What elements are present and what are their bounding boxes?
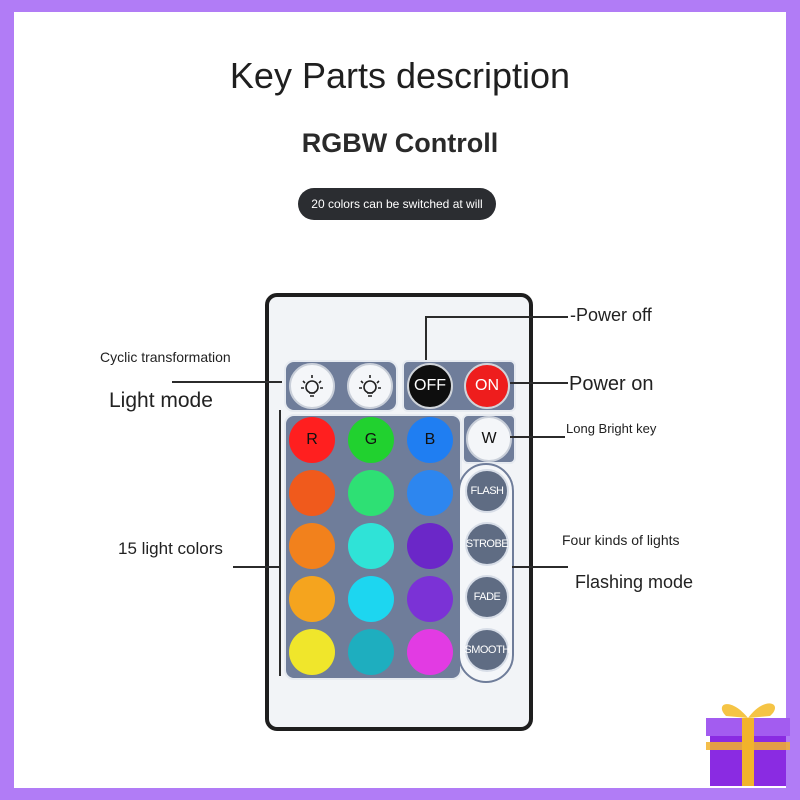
color-button[interactable] bbox=[407, 576, 453, 622]
product-subtitle: RGBW Controll bbox=[301, 128, 499, 158]
power-off-label: -Power off bbox=[570, 305, 652, 325]
flashing-mode-label: Flashing mode bbox=[575, 572, 694, 592]
cyclic-label: Cyclic transformation bbox=[100, 349, 231, 365]
blue-button[interactable]: B bbox=[407, 417, 453, 463]
page-title: Key Parts description bbox=[229, 55, 571, 96]
colors-badge: 20 colors can be switched at will bbox=[298, 188, 496, 220]
color-button[interactable] bbox=[407, 629, 453, 675]
light-colors-label: 15 light colors bbox=[118, 539, 223, 558]
color-button[interactable] bbox=[348, 470, 394, 516]
fade-button[interactable]: FADE bbox=[465, 575, 509, 619]
power-off-leader-v bbox=[425, 316, 427, 360]
light-mode-leader bbox=[172, 381, 282, 383]
smooth-button[interactable]: SMOOTH bbox=[464, 628, 510, 672]
light-bulb-icon bbox=[301, 375, 323, 397]
gift-box-icon bbox=[706, 703, 790, 786]
off-button[interactable]: OFF bbox=[407, 363, 453, 409]
remote-control: OFF ON R G B W FLASH STROBE FADE SMOOTH bbox=[265, 293, 533, 731]
color-button[interactable] bbox=[289, 576, 335, 622]
color-button[interactable] bbox=[407, 470, 453, 516]
light-colors-bracket bbox=[279, 410, 281, 676]
long-bright-leader bbox=[510, 436, 565, 438]
power-on-leader bbox=[510, 382, 568, 384]
color-button[interactable] bbox=[289, 629, 335, 675]
mode-button-1[interactable] bbox=[289, 363, 335, 409]
color-button[interactable] bbox=[289, 523, 335, 569]
color-button[interactable] bbox=[289, 470, 335, 516]
color-button[interactable] bbox=[348, 523, 394, 569]
light-colors-leader bbox=[233, 566, 279, 568]
color-button[interactable] bbox=[348, 576, 394, 622]
white-button[interactable]: W bbox=[466, 416, 512, 462]
flash-button[interactable]: FLASH bbox=[465, 469, 509, 513]
color-button[interactable] bbox=[348, 629, 394, 675]
mode-button-2[interactable] bbox=[347, 363, 393, 409]
flashing-leader bbox=[512, 566, 568, 568]
light-mode-label: Light mode bbox=[109, 389, 213, 412]
long-bright-label: Long Bright key bbox=[566, 421, 657, 436]
four-kinds-label: Four kinds of lights bbox=[562, 532, 680, 548]
power-off-leader-h bbox=[425, 316, 568, 318]
on-button[interactable]: ON bbox=[464, 363, 510, 409]
color-button[interactable] bbox=[407, 523, 453, 569]
power-on-label: Power on bbox=[569, 373, 654, 395]
green-button[interactable]: G bbox=[348, 417, 394, 463]
strobe-button[interactable]: STROBE bbox=[465, 522, 509, 566]
red-button[interactable]: R bbox=[289, 417, 335, 463]
light-bulb-icon bbox=[359, 375, 381, 397]
